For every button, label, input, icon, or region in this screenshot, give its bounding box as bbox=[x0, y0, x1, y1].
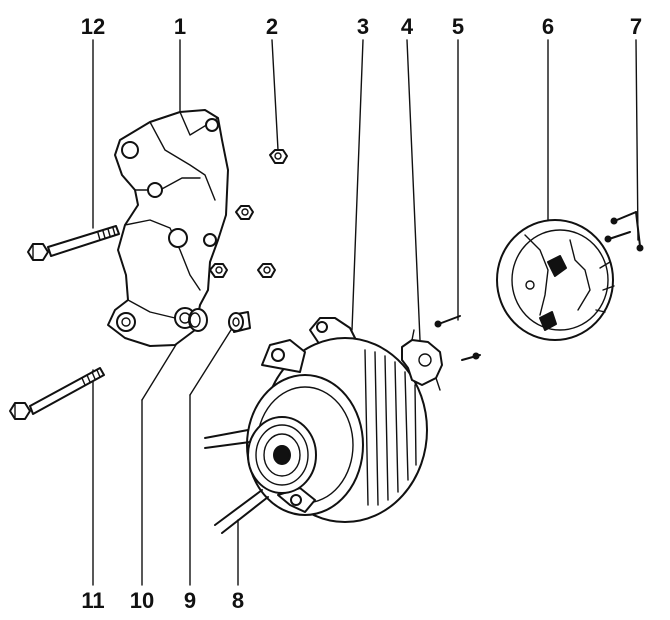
callout-7: 7 bbox=[629, 14, 643, 39]
callout-3: 3 bbox=[356, 14, 370, 39]
nut-icon bbox=[235, 205, 254, 220]
callout-4: 4 bbox=[400, 14, 414, 39]
callout-8: 8 bbox=[231, 588, 245, 613]
leader-4 bbox=[406, 39, 421, 341]
long-bolt-icon bbox=[9, 367, 105, 420]
leader-3 bbox=[351, 39, 364, 331]
bushing-icon bbox=[188, 308, 208, 332]
screw-icon bbox=[461, 352, 481, 361]
callout-10: 10 bbox=[129, 588, 155, 613]
nut-icon bbox=[209, 263, 228, 278]
voltage-regulator-icon bbox=[401, 329, 443, 391]
rear-cover-icon bbox=[496, 219, 615, 341]
callout-9: 9 bbox=[183, 588, 197, 613]
drive-belt-icon bbox=[204, 429, 251, 449]
nut-icon bbox=[269, 149, 288, 164]
callout-6: 6 bbox=[541, 14, 555, 39]
bushing-icon bbox=[228, 311, 251, 333]
callout-11: 11 bbox=[81, 588, 105, 613]
mounting-bracket-icon bbox=[107, 109, 229, 347]
leader-2 bbox=[271, 39, 279, 151]
bolt-icon bbox=[27, 225, 120, 261]
nut-icon bbox=[257, 263, 276, 278]
screw-pair-icon bbox=[604, 211, 644, 252]
alternator-icon bbox=[204, 317, 428, 534]
leader-9b bbox=[189, 321, 237, 396]
callout-12: 12 bbox=[80, 14, 106, 39]
callout-2: 2 bbox=[265, 14, 279, 39]
callout-5: 5 bbox=[451, 14, 465, 39]
callout-1: 1 bbox=[173, 14, 187, 39]
leader-7 bbox=[635, 39, 639, 241]
screw-icon bbox=[434, 315, 461, 328]
leader-lines bbox=[92, 39, 639, 586]
